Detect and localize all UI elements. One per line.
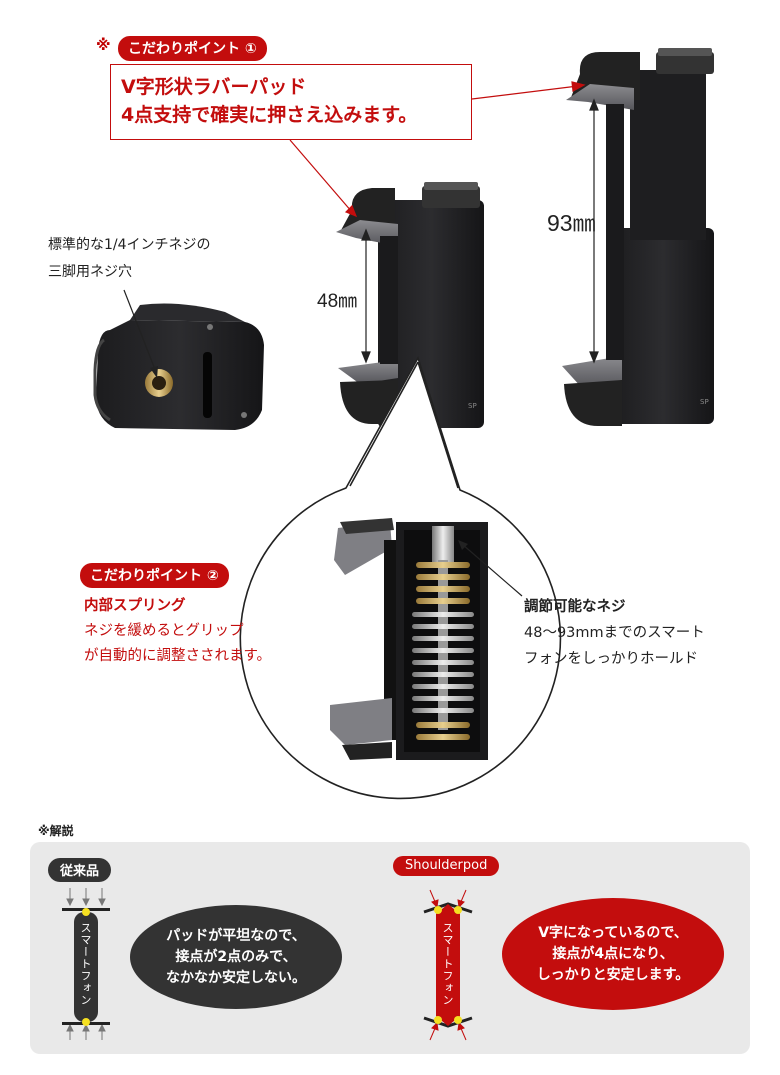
shoulderpod-line1: V字になっているので、 xyxy=(538,924,688,941)
point1-marker: ※ xyxy=(96,36,111,54)
point1-callout: V字形状ラバーパッド 4点支持で確実に押さえ込みます。 xyxy=(110,64,472,140)
point2-caption: 内部スプリング ネジを緩めるとグリップ が自動的に調整さされます。 xyxy=(84,594,271,669)
shoulderpod-diagram xyxy=(423,889,473,1041)
shoulderpod-badge: Shoulderpod xyxy=(393,856,500,876)
dimension-arrows xyxy=(361,98,599,364)
conventional-line2: 接点が2点のみで、 xyxy=(175,948,297,965)
screw-line2: フォンをしっかりホールド xyxy=(524,651,698,667)
cutaway-internals xyxy=(330,518,488,760)
point1-badge: こだわりポイント ① xyxy=(118,36,267,61)
clamp-small: SP xyxy=(336,182,484,428)
product-illustration: SP SP xyxy=(93,48,714,800)
tripod-caption: 標準的な1/4インチネジの 三脚用ネジ穴 xyxy=(48,232,211,286)
shoulderpod-line2: 接点が4点になり、 xyxy=(552,945,674,962)
conventional-line1: パッドが平坦なので、 xyxy=(166,927,306,944)
svg-text:SP: SP xyxy=(700,398,709,406)
conventional-line3: なかなか安定しない。 xyxy=(166,969,306,986)
shoulderpod-bubble: V字になっているので、 接点が4点になり、 しっかりと安定します。 xyxy=(502,898,724,1010)
tripod-base xyxy=(93,303,264,430)
conventional-bubble: パッドが平坦なので、 接点が2点のみで、 なかなか安定しない。 xyxy=(130,905,342,1009)
shoulderpod-line3: しっかりと安定します。 xyxy=(536,966,690,983)
shoulderpod-phone-label: スマートフォン xyxy=(441,922,454,1006)
point2-line1: ネジを緩めるとグリップ xyxy=(84,623,244,639)
conventional-badge: 従来品 xyxy=(48,858,112,882)
point1-line1: V字形状ラバーパッド xyxy=(121,76,307,98)
dimension-min: 48㎜ xyxy=(317,291,358,312)
conventional-diagram xyxy=(62,888,110,1040)
conventional-phone-label: スマートフォン xyxy=(79,922,92,1006)
svg-text:SP: SP xyxy=(468,402,477,410)
dimension-max: 93㎜ xyxy=(547,210,596,236)
tripod-line1: 標準的な1/4インチネジの xyxy=(48,237,211,253)
screw-line1: 48〜93mmまでのスマート xyxy=(524,625,705,641)
point1-line2: 4点支持で確実に押さえ込みます。 xyxy=(121,104,418,126)
point2-title: 内部スプリング xyxy=(84,598,186,614)
point2-line2: が自動的に調整さされます。 xyxy=(84,648,272,664)
explanation-note: ※解説 xyxy=(38,824,74,838)
point2-badge: こだわりポイント ② xyxy=(80,563,229,588)
clamp-large: SP xyxy=(562,48,714,426)
tripod-line2: 三脚用ネジ穴 xyxy=(48,264,132,280)
screw-title: 調節可能なネジ xyxy=(524,599,626,615)
screw-caption: 調節可能なネジ 48〜93mmまでのスマート フォンをしっかりホールド xyxy=(524,594,705,672)
screw-leader xyxy=(458,540,523,597)
